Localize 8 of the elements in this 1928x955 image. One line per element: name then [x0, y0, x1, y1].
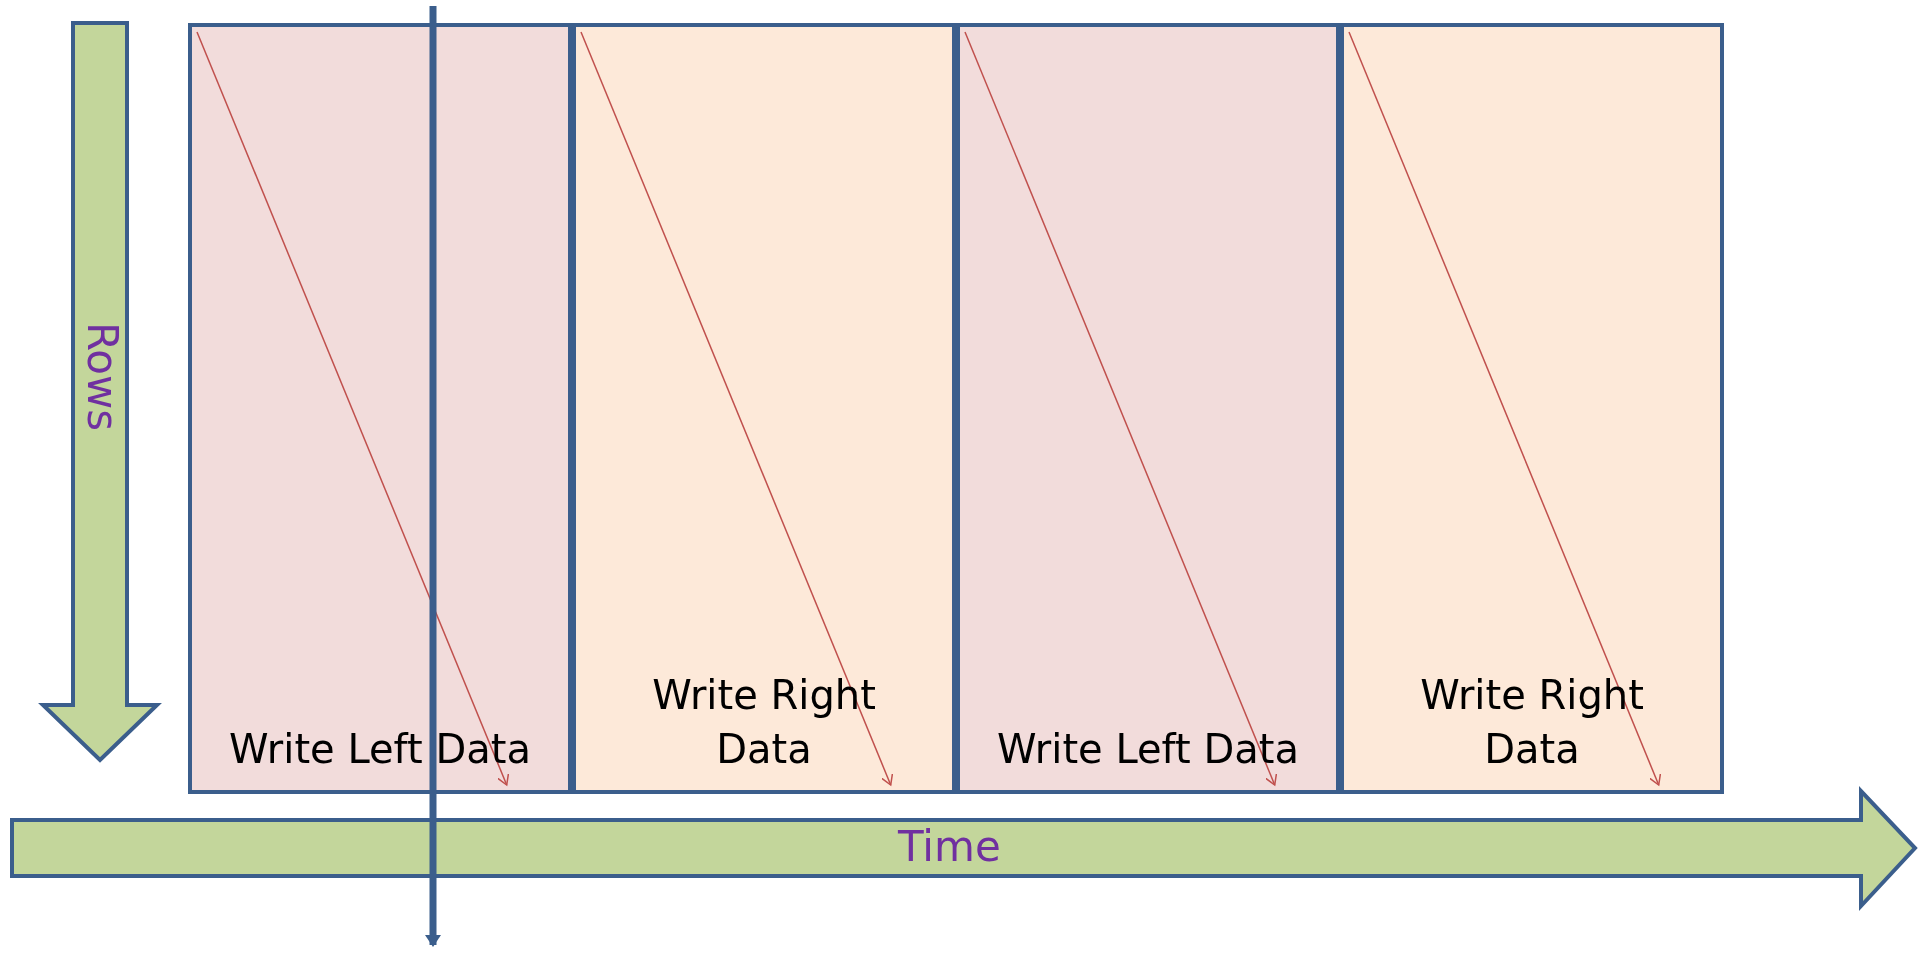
time-slot-box	[1340, 23, 1724, 794]
slot-label: Write Left Data	[997, 726, 1299, 772]
slot-label: Write Right Data	[652, 672, 876, 772]
slot-label: Write Right Data	[1420, 672, 1644, 772]
axis-label: Time	[898, 822, 1001, 871]
axis-label: Rows	[78, 322, 127, 432]
slot-label: Write Left Data	[229, 726, 531, 772]
time-slot-box	[188, 23, 572, 794]
